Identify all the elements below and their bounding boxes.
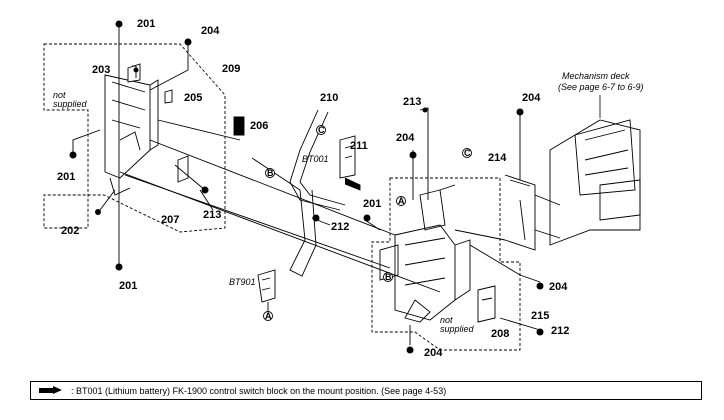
part-label-204c: 204 [522, 92, 541, 104]
ref-a-2: A [398, 196, 405, 206]
ref-marker-b-2 [383, 272, 393, 282]
footnote-text: : BT001 (Lithium battery) FK-1900 contro… [71, 385, 447, 396]
part-label-209: 209 [222, 63, 240, 75]
part-label-201a: 201 [137, 18, 155, 30]
label-bt901: BT901 [229, 277, 256, 287]
screw-202 [95, 209, 101, 215]
part-label-202: 202 [61, 225, 79, 237]
not-supplied-left-line1: not [53, 90, 66, 100]
ref-marker-a-2 [396, 196, 406, 206]
part-label-204e: 204 [424, 347, 443, 359]
part-label-208: 208 [491, 328, 509, 340]
mechanism-deck-title: Mechanism deck [562, 71, 630, 81]
mechanism-deck-page-ref: (See page 6-7 to 6-9) [558, 82, 644, 92]
screw-204c [516, 108, 524, 116]
part-207 [177, 155, 189, 183]
ref-a-1: A [265, 311, 272, 321]
part-label-212b: 212 [551, 325, 569, 337]
screw-204e [406, 346, 414, 354]
screw-213b [422, 107, 428, 113]
screw-213a [201, 186, 209, 194]
left-bracket [104, 63, 159, 196]
screw-204d [536, 282, 544, 290]
ref-c-2: C [464, 148, 471, 158]
screw-212a [312, 214, 320, 222]
ref-marker-c-1 [316, 125, 326, 135]
plate-206 [233, 116, 245, 136]
bracket-214 [454, 174, 536, 251]
part-label-205: 205 [184, 92, 202, 104]
part-label-213a: 213 [203, 209, 221, 221]
part-label-212a: 212 [331, 221, 349, 233]
ref-marker-a-1 [263, 311, 273, 321]
part-label-211: 211 [350, 140, 368, 152]
screws [69, 20, 544, 354]
guide-line-3 [149, 139, 396, 236]
ref-b-1: B [267, 168, 274, 178]
screw-201d [363, 214, 371, 222]
part-label-215: 215 [531, 310, 549, 322]
part-label-213b: 213 [403, 96, 421, 108]
screw-201a [115, 20, 123, 28]
part-label-201c: 201 [119, 280, 137, 292]
part-bt901 [257, 269, 276, 303]
part-label-203: 203 [92, 64, 110, 76]
part-label-204a: 204 [201, 25, 220, 37]
part-203 [133, 67, 139, 73]
part-label-214: 214 [488, 152, 507, 164]
not-supplied-bottom-line2: supplied [440, 324, 475, 334]
screw-204a [184, 38, 192, 46]
screw-201b [69, 151, 77, 159]
not-supplied-left-line2: supplied [53, 99, 88, 109]
ref-marker-b-1 [265, 168, 275, 178]
mechanism-deck [534, 119, 641, 246]
ref-b-2: B [385, 272, 392, 282]
part-label-206: 206 [250, 120, 268, 132]
screw-201c [115, 263, 123, 271]
part-label-204d: 204 [549, 281, 568, 293]
part-label-201d: 201 [363, 198, 381, 210]
not-supplied-bottom-line1: not [440, 315, 453, 325]
pointing-hand-icon [39, 386, 65, 395]
part-label-210: 210 [320, 92, 338, 104]
part-label-201b: 201 [57, 171, 75, 183]
screw-204b [409, 151, 417, 159]
part-208 [477, 285, 496, 323]
switch-211 [339, 135, 361, 191]
ref-c-1: C [318, 125, 325, 135]
screw-212b [536, 328, 544, 336]
guide-line-4 [157, 119, 241, 141]
left-assembly-boundary [43, 43, 226, 233]
part-label-204b: 204 [396, 132, 415, 144]
part-label-207: 207 [161, 214, 179, 226]
right-assembly-boundary [371, 177, 521, 351]
ref-marker-c-2 [462, 148, 472, 158]
label-bt001: BT001 [302, 154, 329, 164]
footnote-box: : BT001 (Lithium battery) FK-1900 contro… [30, 381, 702, 400]
center-chassis [379, 184, 471, 323]
guide-line-2 [124, 174, 391, 269]
